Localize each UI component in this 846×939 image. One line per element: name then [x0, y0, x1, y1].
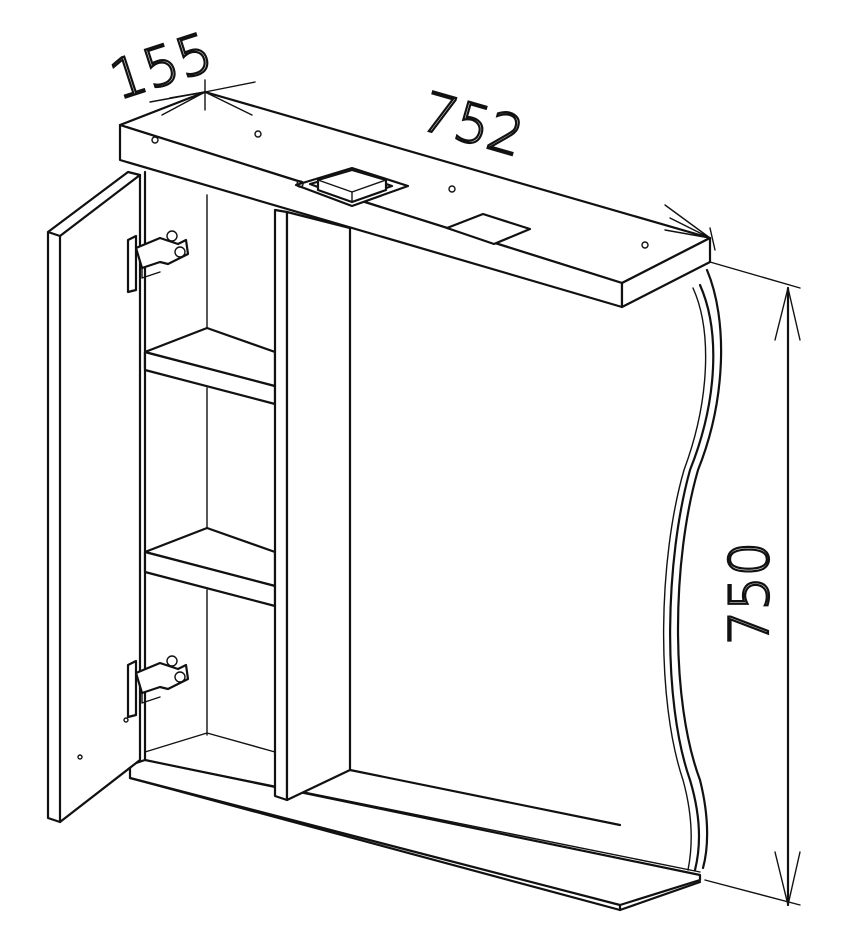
- lamp-icon: [294, 166, 410, 208]
- open-door: [46, 170, 142, 824]
- top-canopy: [118, 90, 712, 309]
- arrow-icon: [774, 287, 801, 341]
- hinge-icon: [126, 230, 190, 294]
- shelf-top: [143, 326, 277, 406]
- shelf-low: [144, 732, 276, 753]
- arrow-icon: [774, 851, 801, 906]
- shelf-bottom: [143, 526, 277, 608]
- center-divider: [273, 208, 622, 827]
- mirror-edge: [662, 268, 723, 872]
- height-dimension: [704, 261, 801, 907]
- socket-icon: [445, 212, 532, 246]
- hinge-icon: [126, 655, 190, 719]
- height-label: 750: [718, 542, 781, 645]
- width-label: 752: [414, 80, 530, 169]
- depth-dimension: [119, 79, 256, 126]
- cabinet-body: [128, 170, 702, 912]
- width-dimension: [204, 91, 716, 251]
